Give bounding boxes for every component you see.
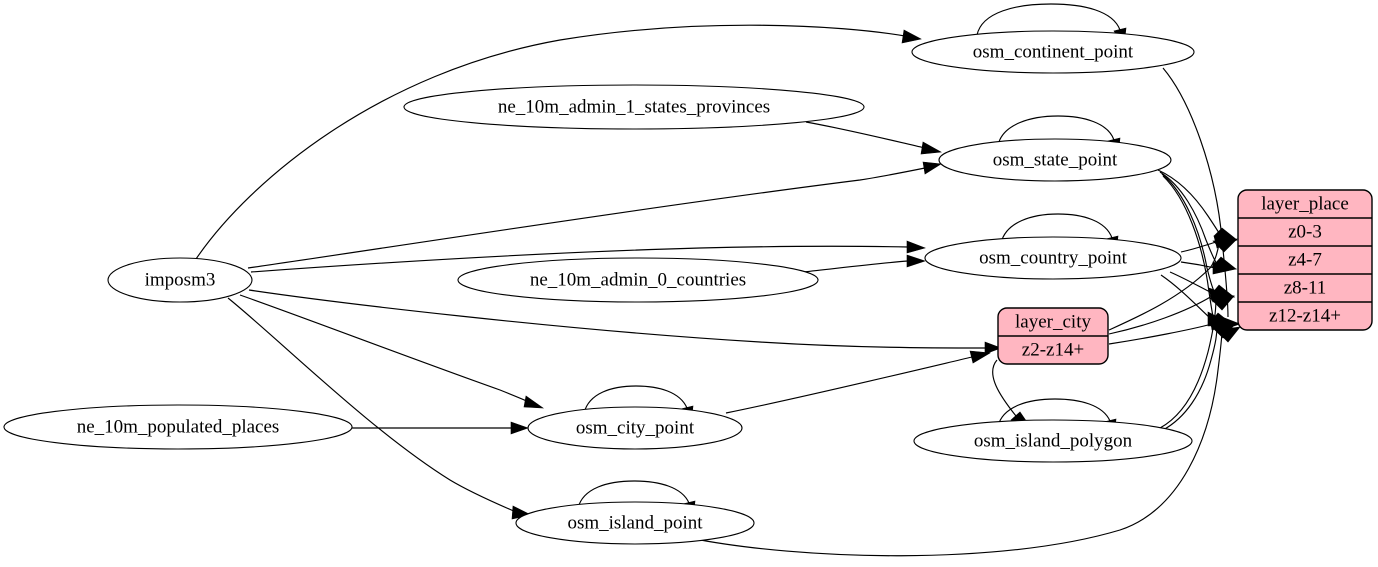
layer_place-title: layer_place xyxy=(1261,193,1349,214)
node-osm_island_polygon[interactable]: osm_island_polygon xyxy=(913,419,1193,463)
layer_place-row-z0-3[interactable]: z0-3 xyxy=(1288,221,1322,242)
node-label-ne_10m_admin_1_states_provinces: ne_10m_admin_1_states_provinces xyxy=(498,96,770,117)
node-label-osm_country_point: osm_country_point xyxy=(979,247,1127,268)
node-label-imposm3: imposm3 xyxy=(145,269,216,290)
edge-imposm3-to-osm_city_point xyxy=(239,294,545,409)
node-osm_country_point[interactable]: osm_country_point xyxy=(924,236,1182,280)
layer_place-box[interactable] xyxy=(1237,189,1373,331)
record-node-layer_city[interactable]: layer_city z2-z14+ xyxy=(997,307,1109,365)
node-imposm3[interactable]: imposm3 xyxy=(107,257,253,303)
node-label-ne_10m_populated_places: ne_10m_populated_places xyxy=(77,416,280,437)
node-ne_10m_admin_0_countries[interactable]: ne_10m_admin_0_countries xyxy=(457,257,819,303)
layer_city-row-z2-z14[interactable]: z2-z14+ xyxy=(1022,339,1084,360)
edge-imposm3-to-layer_city xyxy=(248,289,1002,355)
edge-osm_state_point-to-layer_place-z0-3 xyxy=(1157,169,1238,241)
layer_place-row-z8-11[interactable]: z8-11 xyxy=(1284,277,1327,298)
layer_place-row-z12-z14[interactable]: z12-z14+ xyxy=(1269,305,1341,326)
edge-osm_island_polygon-to-layer_place-z12-z14 xyxy=(1162,323,1236,431)
node-osm_state_point[interactable]: osm_state_point xyxy=(938,138,1172,182)
node-ne_10m_admin_1_states_provinces[interactable]: ne_10m_admin_1_states_provinces xyxy=(403,84,865,130)
edge-ne_10m_populated_places-to-osm_city_point xyxy=(352,421,529,435)
edge-ne_10m_admin_0_countries-to-osm_country_point xyxy=(802,254,926,273)
node-label-osm_state_point: osm_state_point xyxy=(993,149,1118,170)
edge-layer_city-to-layer_place-z0-3 xyxy=(1108,238,1238,331)
node-osm_continent_point[interactable]: osm_continent_point xyxy=(911,30,1195,74)
edge-imposm3-to-osm_continent_point xyxy=(195,24,922,260)
node-osm_city_point[interactable]: osm_city_point xyxy=(527,406,743,450)
edge-imposm3-to-osm_state_point xyxy=(247,161,942,269)
node-label-osm_continent_point: osm_continent_point xyxy=(973,41,1134,62)
node-ne_10m_populated_places[interactable]: ne_10m_populated_places xyxy=(3,404,353,450)
edge-osm_continent_point-to-layer_place-z12-z14 xyxy=(1162,67,1241,331)
edge-osm_country_point-to-layer_place-z4-7 xyxy=(1180,261,1238,275)
record-node-layer_place[interactable]: layer_place z0-3 z4-7 z8-11 z12-z14+ xyxy=(1237,189,1373,331)
edge-imposm3-to-osm_country_point xyxy=(250,240,926,273)
edge-osm_city_point-to-layer_city xyxy=(725,350,991,414)
edge-osm_island_point-to-layer_place-z12-z14 xyxy=(689,326,1241,557)
edge-layer_city-to-osm_island_polygon xyxy=(992,359,1032,429)
node-label-osm_island_polygon: osm_island_polygon xyxy=(974,430,1133,451)
edge-osm_island_polygon-to-layer_place-z8-11 xyxy=(1159,295,1235,429)
node-label-ne_10m_admin_0_countries: ne_10m_admin_0_countries xyxy=(530,269,746,290)
node-label-osm_city_point: osm_city_point xyxy=(576,417,695,438)
nodes-layer: imposm3 ne_10m_admin_1_states_provinces … xyxy=(3,30,1373,545)
layer_place-row-z4-7[interactable]: z4-7 xyxy=(1288,249,1322,270)
edges-layer xyxy=(195,3,1241,557)
layer_city-title: layer_city xyxy=(1015,311,1091,332)
edge-ne_10m_admin_1_states_provinces-to-osm_state_point xyxy=(805,121,942,155)
node-label-osm_island_point: osm_island_point xyxy=(567,512,703,533)
node-osm_island_point[interactable]: osm_island_point xyxy=(515,501,755,545)
